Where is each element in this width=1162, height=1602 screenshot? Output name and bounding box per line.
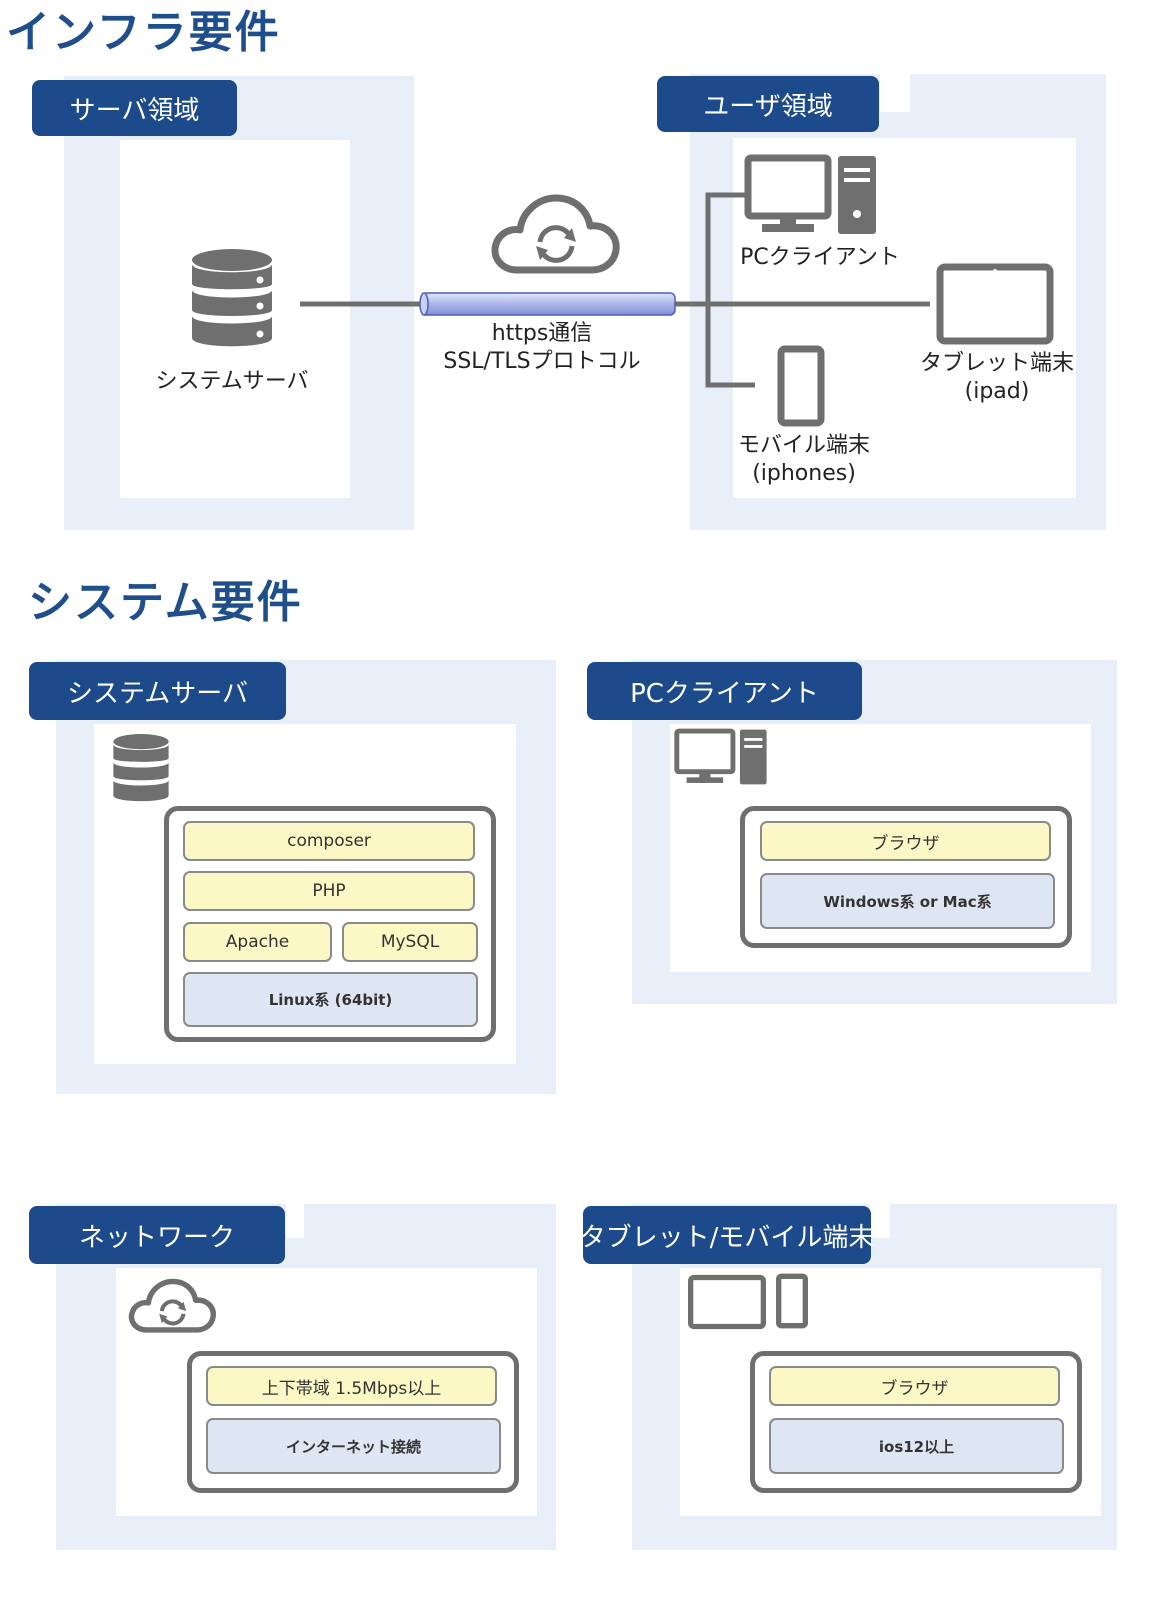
layer-mysql: MySQL [342, 922, 478, 962]
server-area-inner [120, 140, 350, 498]
tablet-layer-os: ios12以上 [769, 1418, 1064, 1474]
network-cloud-icon [128, 1278, 216, 1333]
tablet-mobile-notch [870, 1204, 890, 1238]
user-area-tag: ユーザ領域 [657, 76, 879, 132]
mobile-icon [777, 345, 825, 427]
tablet-label: タブレット端末 [919, 351, 1074, 376]
network-layer-bandwidth: 上下帯域 1.5Mbps以上 [206, 1366, 497, 1406]
connection-label-https: https通信 [491, 321, 593, 346]
system-server-tag: システムサーバ [29, 662, 286, 720]
cloud-sync-icon [491, 194, 620, 274]
pc-layer-os: Windows系 or Mac系 [760, 873, 1055, 929]
tablet-mobile-tag: タブレット/モバイル端末 [580, 1206, 874, 1264]
network-notch [286, 1204, 304, 1238]
mobile-label-model: (iphones) [752, 461, 856, 486]
pc-client-tag: PCクライアント [587, 662, 862, 720]
server-label: システムサーバ [155, 369, 309, 394]
database-server-icon [192, 249, 272, 347]
mobile-small-icon [776, 1273, 808, 1329]
network-layer-connection: インターネット接続 [206, 1418, 501, 1474]
user-area-notch [880, 74, 910, 112]
pc-label: PCクライアント [740, 245, 900, 270]
pc-client-icon [674, 728, 767, 785]
pc-layer-browser: ブラウザ [760, 821, 1051, 861]
system-server-icon [113, 734, 169, 802]
connection-label-ssl: SSL/TLSプロトコル [443, 349, 641, 374]
layer-composer: composer [183, 821, 475, 861]
system-title: システム要件 [28, 577, 303, 628]
layer-os-linux: Linux系 (64bit) [183, 972, 478, 1027]
tablet-layer-browser: ブラウザ [769, 1366, 1060, 1406]
tablet-icon [936, 263, 1054, 345]
ssl-pipe [419, 292, 676, 316]
network-tag: ネットワーク [29, 1206, 285, 1264]
layer-php: PHP [183, 871, 475, 911]
server-area-tag: サーバ領域 [32, 80, 237, 136]
layer-apache: Apache [183, 922, 332, 962]
infra-title: インフラ要件 [6, 7, 281, 58]
mobile-label: モバイル端末 [737, 433, 870, 458]
tablet-small-icon [688, 1274, 766, 1330]
pc-icon [744, 154, 876, 234]
tablet-label-model: (ipad) [964, 379, 1030, 404]
